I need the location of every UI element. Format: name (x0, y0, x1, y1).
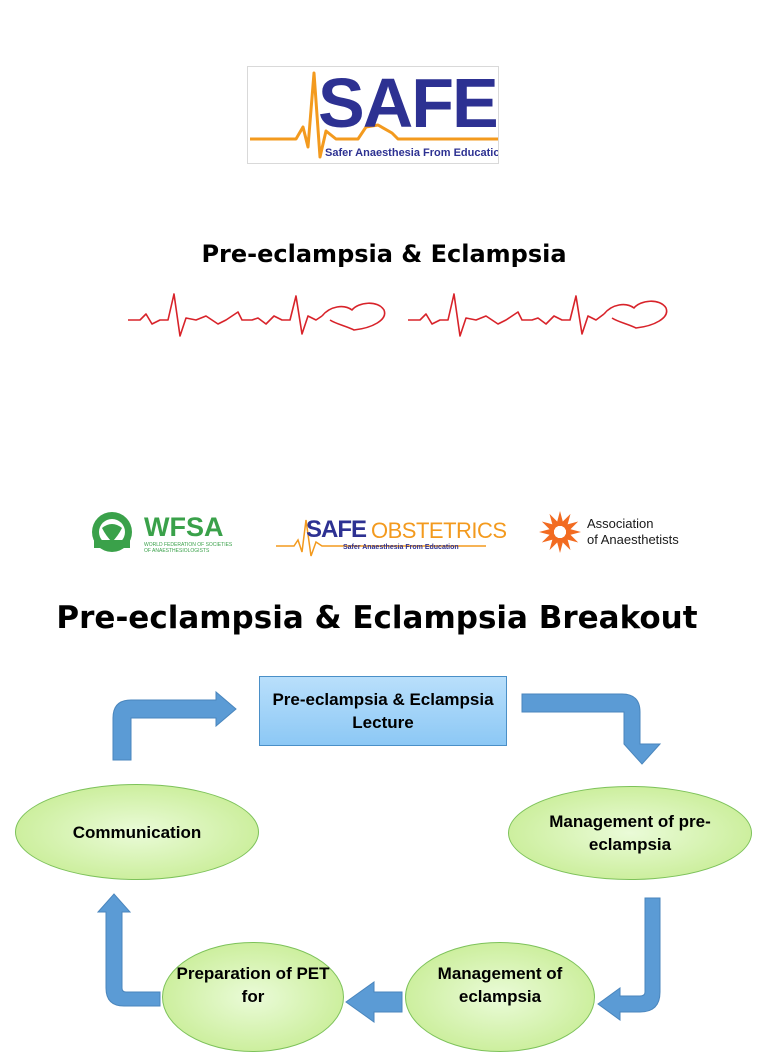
aa-line2: of Anaesthetists (587, 532, 679, 547)
safe-obstetrics-tagline: Safer Anaesthesia From Education (343, 544, 459, 551)
ecg-logo-icon (250, 71, 498, 159)
arrow-to-management-eclampsia-icon (597, 897, 661, 1021)
ecg-heart-icon (128, 293, 668, 337)
node-lecture: Pre-eclampsia & Eclampsia Lecture (259, 676, 507, 746)
node-management-eclampsia: Management of eclampsia (405, 942, 595, 1052)
wfsa-name: WFSA (144, 512, 224, 542)
aa-line1: Association (587, 516, 654, 531)
arrow-to-lecture-icon (112, 690, 237, 761)
node-communication: Communication (15, 784, 259, 880)
cycle-arrows (96, 690, 662, 1023)
wfsa-logo: WFSA WORLD FEDERATION OF SOCIETIES OF AN… (88, 510, 233, 556)
globe-icon (92, 512, 132, 552)
arrow-to-management-pe-icon (521, 693, 662, 765)
safe-logo-tagline: Safer Anaesthesia From Education (325, 147, 499, 159)
safe-logo-word: SAFE (318, 66, 498, 142)
ecg-logo-icon (276, 519, 486, 557)
breakout-title: Pre-eclampsia & Eclampsia Breakout (56, 600, 698, 636)
safe-obstetrics-safe: SAFE (306, 516, 367, 543)
node-management-pre-eclampsia: Management of pre-eclampsia (508, 786, 752, 880)
safe-obstetrics-obstetrics: OBSTETRICS (371, 518, 507, 543)
arrow-to-communication-icon (96, 893, 161, 1007)
wfsa-subtitle: WORLD FEDERATION OF SOCIETIES OF ANAESTH… (144, 542, 233, 554)
association-of-anaesthetists-logo: Association of Anaesthetists (538, 510, 703, 556)
page-title: Pre-eclampsia & Eclampsia (201, 240, 567, 268)
arrow-to-preparation-icon (345, 981, 403, 1023)
star-burst-icon (539, 511, 581, 553)
node-preparation: Preparation of PET for (162, 942, 344, 1052)
safe-obstetrics-logo: SAFE OBSTETRICS Safer Anaesthesia From E… (276, 516, 507, 560)
safe-logo: SAFE Safer Anaesthesia From Education (247, 66, 499, 164)
